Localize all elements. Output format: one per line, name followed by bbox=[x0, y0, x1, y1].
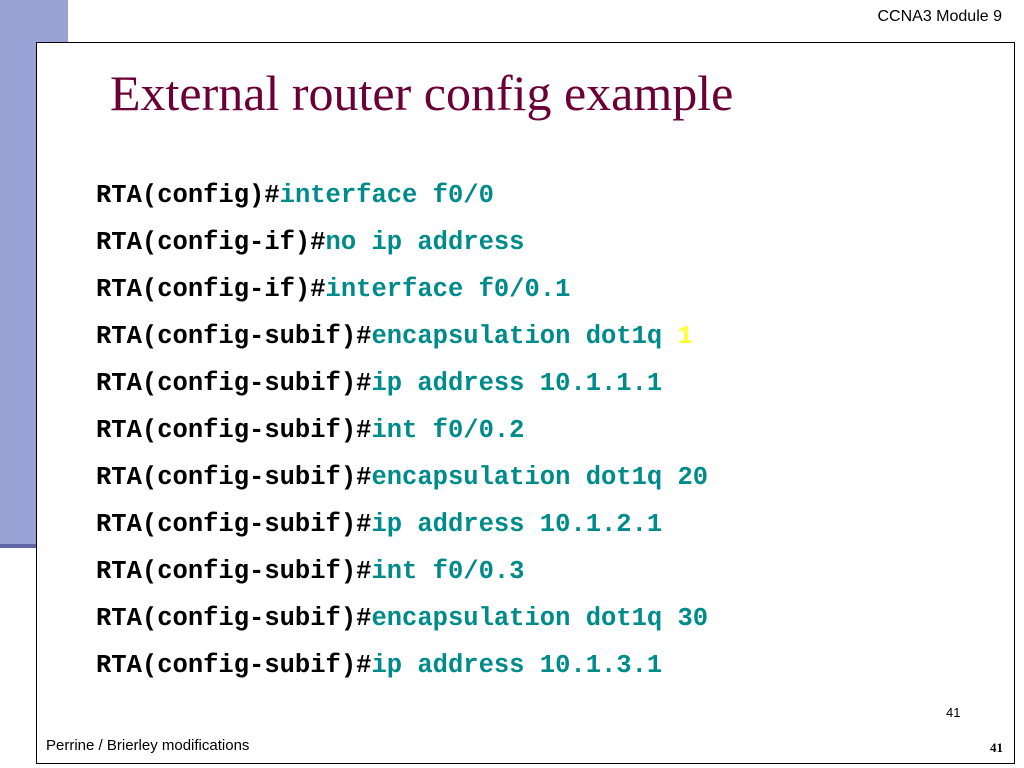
code-command: no ip address bbox=[325, 228, 525, 257]
code-line: RTA(config-if)#interface f0/0.1 bbox=[96, 266, 708, 313]
code-prompt: RTA(config)# bbox=[96, 181, 280, 210]
code-command: ip address 10.1.3.1 bbox=[371, 651, 663, 680]
code-accent: 1 bbox=[677, 322, 693, 351]
code-line: RTA(config-if)#no ip address bbox=[96, 219, 708, 266]
code-prompt: RTA(config-if)# bbox=[96, 275, 326, 304]
code-prompt: RTA(config-subif)# bbox=[96, 557, 372, 586]
code-line: RTA(config-subif)#encapsulation dot1q 1 bbox=[96, 313, 708, 360]
code-line: RTA(config-subif)#encapsulation dot1q 20 bbox=[96, 454, 708, 501]
footer-credit: Perrine / Brierley modifications bbox=[46, 737, 250, 754]
slide-title: External router config example bbox=[110, 65, 734, 121]
code-line: RTA(config-subif)#int f0/0.2 bbox=[96, 407, 708, 454]
code-command: encapsulation dot1q bbox=[371, 322, 678, 351]
code-command: encapsulation dot1q 20 bbox=[371, 463, 709, 492]
code-prompt: RTA(config-subif)# bbox=[96, 510, 372, 539]
code-command: encapsulation dot1q 30 bbox=[371, 604, 709, 633]
code-block: RTA(config)#interface f0/0 RTA(config-if… bbox=[96, 172, 708, 689]
code-prompt: RTA(config-subif)# bbox=[96, 416, 372, 445]
code-line: RTA(config)#interface f0/0 bbox=[96, 172, 708, 219]
code-line: RTA(config-subif)#encapsulation dot1q 30 bbox=[96, 595, 708, 642]
code-line: RTA(config-subif)#int f0/0.3 bbox=[96, 548, 708, 595]
header-module-label: CCNA3 Module 9 bbox=[877, 8, 1003, 25]
code-command: interface f0/0.1 bbox=[325, 275, 571, 304]
page-number-bold: 41 bbox=[990, 740, 1003, 755]
code-prompt: RTA(config-subif)# bbox=[96, 322, 372, 351]
code-command: ip address 10.1.2.1 bbox=[371, 510, 663, 539]
code-prompt: RTA(config-subif)# bbox=[96, 369, 372, 398]
code-command: int f0/0.3 bbox=[371, 557, 525, 586]
code-prompt: RTA(config-subif)# bbox=[96, 651, 372, 680]
code-line: RTA(config-subif)#ip address 10.1.1.1 bbox=[96, 360, 708, 407]
code-line: RTA(config-subif)#ip address 10.1.2.1 bbox=[96, 501, 708, 548]
code-prompt: RTA(config-subif)# bbox=[96, 604, 372, 633]
code-prompt: RTA(config-subif)# bbox=[96, 463, 372, 492]
code-line: RTA(config-subif)#ip address 10.1.3.1 bbox=[96, 642, 708, 689]
code-prompt: RTA(config-if)# bbox=[96, 228, 326, 257]
page-number-small: 41 bbox=[946, 705, 961, 720]
code-command: ip address 10.1.1.1 bbox=[371, 369, 663, 398]
code-command: int f0/0.2 bbox=[371, 416, 525, 445]
code-command: interface f0/0 bbox=[279, 181, 494, 210]
slide-frame bbox=[36, 42, 1015, 764]
